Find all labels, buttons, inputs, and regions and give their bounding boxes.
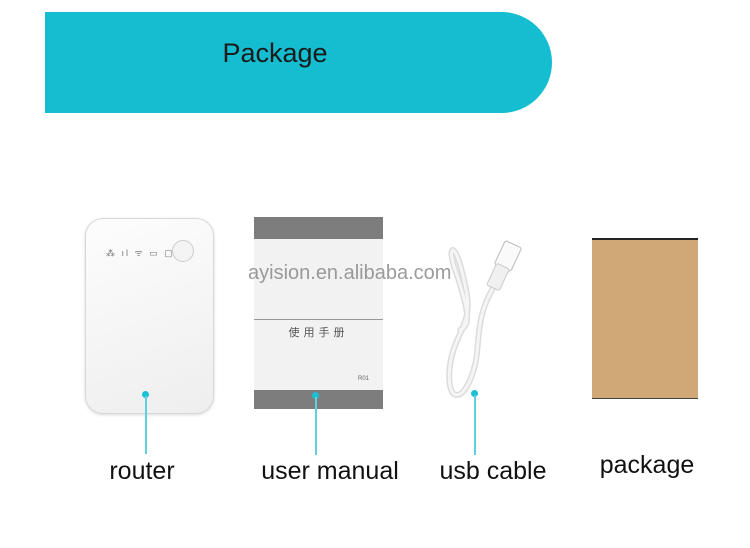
- router-image: ⁂ ıl ᯤ ▭ ▢: [85, 218, 214, 414]
- usb-cable-image: [446, 240, 522, 398]
- header-banner: Package: [45, 12, 552, 113]
- banner-title: Package: [222, 38, 328, 68]
- pointer-line: [145, 396, 147, 454]
- status-leds-icon: ⁂ ıl ᯤ ▭ ▢: [106, 248, 175, 258]
- pointer-dot: [312, 392, 319, 399]
- pointer-line: [474, 395, 476, 455]
- label-router: router: [109, 457, 175, 485]
- label-usb-cable: usb cable: [439, 457, 547, 485]
- box-image: [592, 238, 698, 399]
- manual-image: 使用手册 R01: [254, 217, 383, 409]
- power-button-icon: [172, 240, 194, 262]
- manual-code: R01: [357, 376, 369, 382]
- watermark: ayision.en.alibaba.com: [248, 262, 452, 284]
- manual-top-band: [254, 217, 383, 239]
- manual-cover-text: 使用手册: [254, 319, 383, 340]
- label-user-manual: user manual: [261, 457, 399, 485]
- label-package: package: [599, 451, 695, 479]
- manual-bottom-band: [254, 390, 383, 409]
- pointer-line: [315, 397, 317, 455]
- pointer-dot: [471, 390, 478, 397]
- pointer-dot: [142, 391, 149, 398]
